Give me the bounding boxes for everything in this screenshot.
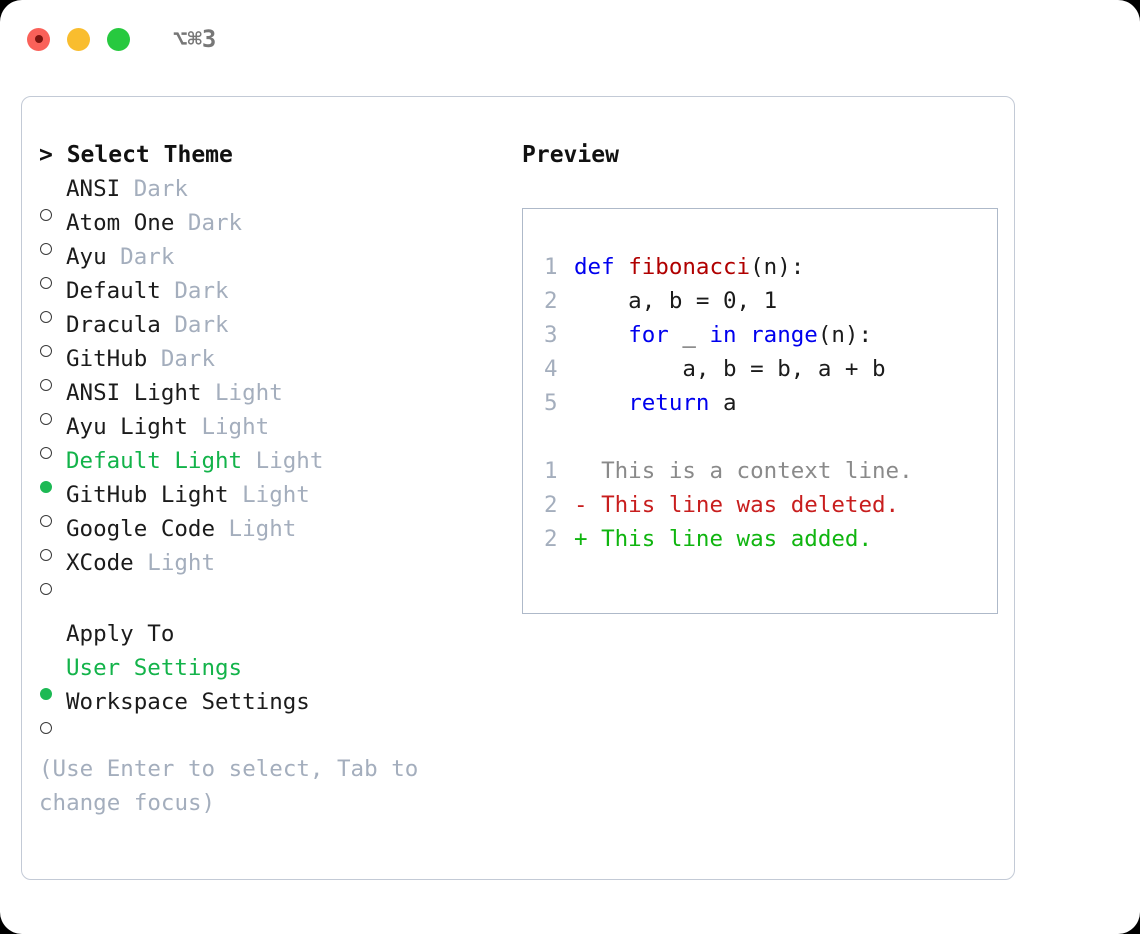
theme-option-dracula[interactable]: Dracula Dark	[39, 308, 505, 357]
diff-line-number: 1	[544, 458, 558, 484]
theme-option-label: Google Code	[66, 516, 216, 542]
apply-to-option-workspace-settings[interactable]: Workspace Settings	[39, 685, 505, 734]
diff-line-number: 2	[544, 526, 558, 552]
code-line-text: a, b = 0, 1	[574, 284, 777, 318]
theme-option-variant-badge: Light	[201, 380, 283, 406]
theme-option-label: ANSI Light	[66, 380, 202, 406]
code-line-text: for _ in range(n):	[574, 318, 872, 352]
theme-option-variant-badge: Light	[133, 550, 216, 576]
theme-option-variant-badge: Light	[242, 448, 324, 474]
maximize-button-icon[interactable]	[107, 27, 130, 51]
code-line: 2 a, b = 0, 1	[544, 284, 997, 318]
keyboard-hint-text: (Use Enter to select, Tab to change focu…	[39, 756, 432, 816]
keyboard-shortcut-label: ⌥⌘3	[173, 25, 217, 53]
code-line: 3 for _ in range(n):	[544, 318, 997, 352]
code-line-number: 1	[544, 254, 558, 280]
code-line: 4 a, b = b, a + b	[544, 352, 997, 386]
apply-to-option-label: User Settings	[66, 655, 243, 681]
theme-option-github-light[interactable]: GitHub Light Light	[39, 478, 505, 527]
minimize-button-icon[interactable]	[67, 27, 90, 51]
code-line-number: 5	[544, 390, 558, 416]
theme-option-label: XCode	[66, 550, 134, 576]
theme-option-label: ANSI	[66, 176, 121, 202]
code-token-plain: (n):	[817, 322, 873, 348]
code-line-number: 4	[544, 356, 558, 382]
theme-option-variant-badge: Dark	[160, 278, 229, 304]
code-token-plain: a	[709, 390, 737, 416]
theme-option-variant-badge: Light	[228, 482, 310, 508]
theme-option-ayu-light[interactable]: Ayu Light Light	[39, 410, 505, 459]
close-button-icon[interactable]	[27, 27, 50, 51]
code-token-plain: _	[668, 322, 710, 348]
title-bar: ⌥⌘3	[0, 0, 1140, 78]
apply-to-header: Apply To	[66, 621, 175, 647]
theme-option-label: GitHub	[66, 346, 148, 372]
theme-option-label: Ayu	[66, 244, 107, 270]
code-line-number: 2	[544, 288, 558, 314]
theme-option-ansi-light[interactable]: ANSI Light Light	[39, 376, 505, 425]
diff-line-text: - This line was deleted.	[574, 492, 900, 518]
code-diff-spacer	[544, 420, 997, 454]
code-token-fn: fibonacci	[628, 254, 751, 280]
apply-to-option-user-settings[interactable]: User Settings	[39, 651, 505, 700]
theme-option-variant-badge: Light	[215, 516, 297, 542]
code-line: 1 def fibonacci(n):	[544, 250, 997, 284]
diff-line-added: 2 + This line was added.	[544, 522, 997, 556]
theme-option-default[interactable]: Default Dark	[39, 274, 505, 323]
preview-title: Preview	[522, 142, 619, 168]
theme-option-ansi[interactable]: ANSI Dark	[39, 172, 505, 221]
code-token-plain: a, b = b, a + b	[574, 356, 886, 382]
section-spacer	[39, 580, 505, 617]
diff-line-context: 1 This is a context line.	[544, 454, 997, 488]
theme-option-google-code[interactable]: Google Code Light	[39, 512, 505, 561]
code-line-text: a, b = b, a + b	[574, 352, 886, 386]
code-token-plain: a, b = 0, 1	[574, 288, 778, 314]
diff-line-deleted: 2 - This line was deleted.	[544, 488, 997, 522]
theme-option-xcode[interactable]: XCode Light	[39, 546, 505, 595]
theme-option-label: GitHub Light	[66, 482, 229, 508]
theme-option-variant-badge: Dark	[106, 244, 175, 270]
theme-option-atom-one[interactable]: Atom One Dark	[39, 206, 505, 255]
code-token-kw: in	[709, 322, 737, 348]
theme-option-label: Default	[66, 278, 161, 304]
code-token-plain	[737, 322, 751, 348]
diff-sample-block: 1 This is a context line. 2 - This line wa…	[544, 454, 997, 556]
theme-option-github[interactable]: GitHub Dark	[39, 342, 505, 391]
code-line: 5 return a	[544, 386, 997, 420]
diff-line-number: 2	[544, 492, 558, 518]
theme-option-variant-badge: Dark	[174, 210, 243, 236]
code-token-kw: return	[628, 390, 710, 416]
code-token-plain	[574, 390, 628, 416]
code-token-kw: range	[750, 322, 818, 348]
theme-option-label: Default Light	[66, 448, 243, 474]
theme-option-variant-badge: Dark	[120, 176, 188, 202]
code-token-kw: for	[628, 322, 669, 348]
apply-to-option-label: Workspace Settings	[66, 689, 310, 715]
select-theme-header: > Select Theme	[39, 142, 233, 168]
diff-line-text: + This line was added.	[574, 526, 873, 552]
theme-option-variant-badge: Dark	[160, 312, 229, 338]
theme-option-ayu[interactable]: Ayu Dark	[39, 240, 505, 289]
code-line-number: 3	[544, 322, 558, 348]
diff-line-text: This is a context line.	[574, 458, 913, 484]
theme-option-label: Ayu Light	[66, 414, 188, 440]
theme-option-variant-badge: Dark	[147, 346, 216, 372]
theme-option-variant-badge: Light	[187, 414, 270, 440]
theme-option-label: Atom One	[66, 210, 175, 236]
code-token-plain: (n):	[750, 254, 805, 280]
code-line-text: return a	[574, 386, 737, 420]
theme-option-label: Dracula	[66, 312, 161, 338]
theme-option-default-light[interactable]: Default Light Light	[39, 444, 505, 493]
code-token-plain	[574, 322, 628, 348]
code-line-text: def fibonacci(n):	[574, 250, 804, 284]
code-token-kw: def	[574, 254, 629, 280]
